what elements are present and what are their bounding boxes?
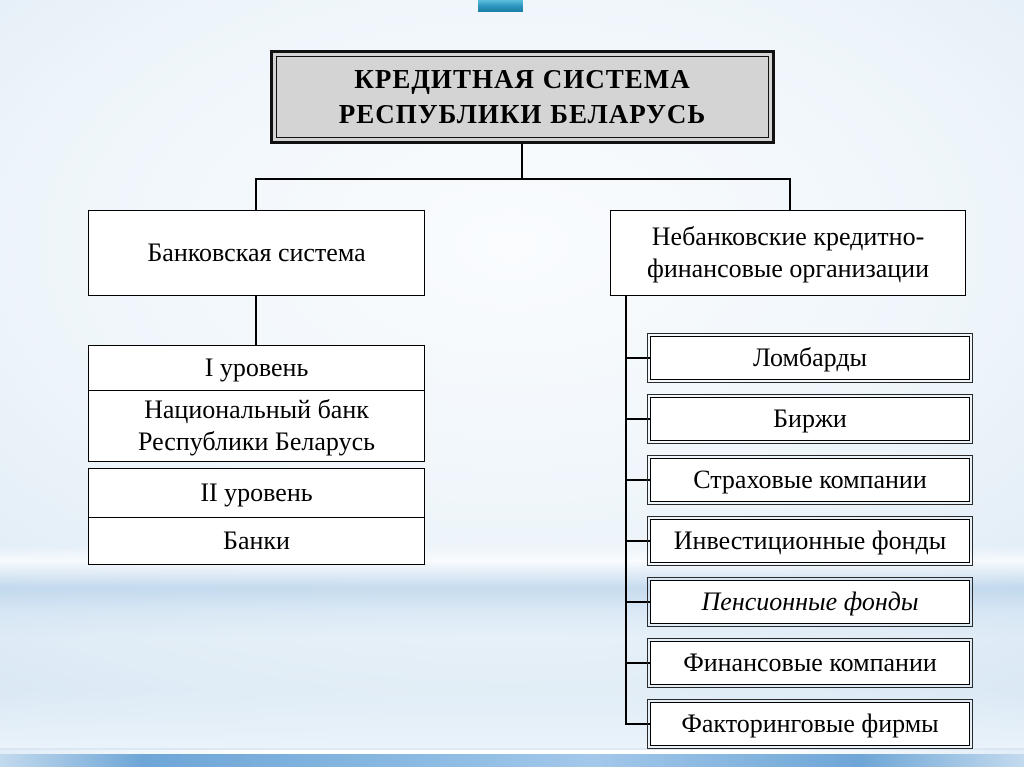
- connector-tick-insurance: [625, 479, 651, 481]
- connector-tick-exchanges: [625, 418, 651, 420]
- node-investment-funds: Инвестиционные фонды: [647, 516, 973, 566]
- connector-tick-factoring: [625, 723, 651, 725]
- banking-tier-1-box: I уровень Национальный банк Республики Б…: [88, 345, 425, 462]
- node-finance-companies: Финансовые компании: [647, 638, 973, 688]
- node-nonbank-label-line-2: финансовые организации: [646, 254, 930, 283]
- connector-right-spine: [625, 296, 627, 725]
- tier-1-level-label: I уровень: [89, 346, 424, 391]
- node-insurance-companies: Страховые компании: [647, 455, 973, 505]
- node-nonbank-organizations: Небанковские кредитно- финансовые органи…: [610, 210, 966, 296]
- tier-2-name: Банки: [223, 526, 290, 556]
- root-node-inner: КРЕДИТНАЯ СИСТЕМА РЕСПУБЛИКИ БЕЛАРУСЬ: [276, 56, 769, 138]
- connector-banking-to-tiers: [255, 296, 257, 346]
- node-exchanges: Биржи: [647, 394, 973, 444]
- connector-tick-lombards: [625, 357, 651, 359]
- root-node-credit-system: КРЕДИТНАЯ СИСТЕМА РЕСПУБЛИКИ БЕЛАРУСЬ: [270, 50, 775, 144]
- connector-left-branch-down: [255, 178, 257, 211]
- node-factoring-firms: Факторинговые фирмы: [647, 699, 973, 749]
- title-line-1: КРЕДИТНАЯ СИСТЕМА: [354, 63, 691, 94]
- top-accent-bar: [478, 0, 523, 12]
- node-nonbank-label-line-1: Небанковские кредитно-: [651, 221, 925, 251]
- connector-title-down: [521, 144, 523, 178]
- bottom-blue-strip: [0, 750, 1024, 767]
- node-lombards: Ломбарды: [647, 333, 973, 383]
- node-banking-system-label: Банковская система: [147, 237, 366, 267]
- connector-right-branch-down: [789, 178, 791, 211]
- title-line-2: РЕСПУБЛИКИ БЕЛАРУСЬ: [338, 99, 707, 129]
- connector-tick-pension: [625, 601, 651, 603]
- connector-tick-finance: [625, 662, 651, 664]
- node-pension-funds: Пенсионные фонды: [647, 577, 973, 627]
- tier-1-name: Национальный банк Республики Беларусь: [138, 395, 375, 456]
- connector-horizontal-split: [255, 178, 791, 180]
- node-banking-system: Банковская система: [88, 210, 425, 296]
- tier-2-level-label: II уровень: [89, 469, 424, 518]
- banking-tier-2-box: II уровень Банки: [88, 468, 425, 565]
- connector-tick-investment: [625, 540, 651, 542]
